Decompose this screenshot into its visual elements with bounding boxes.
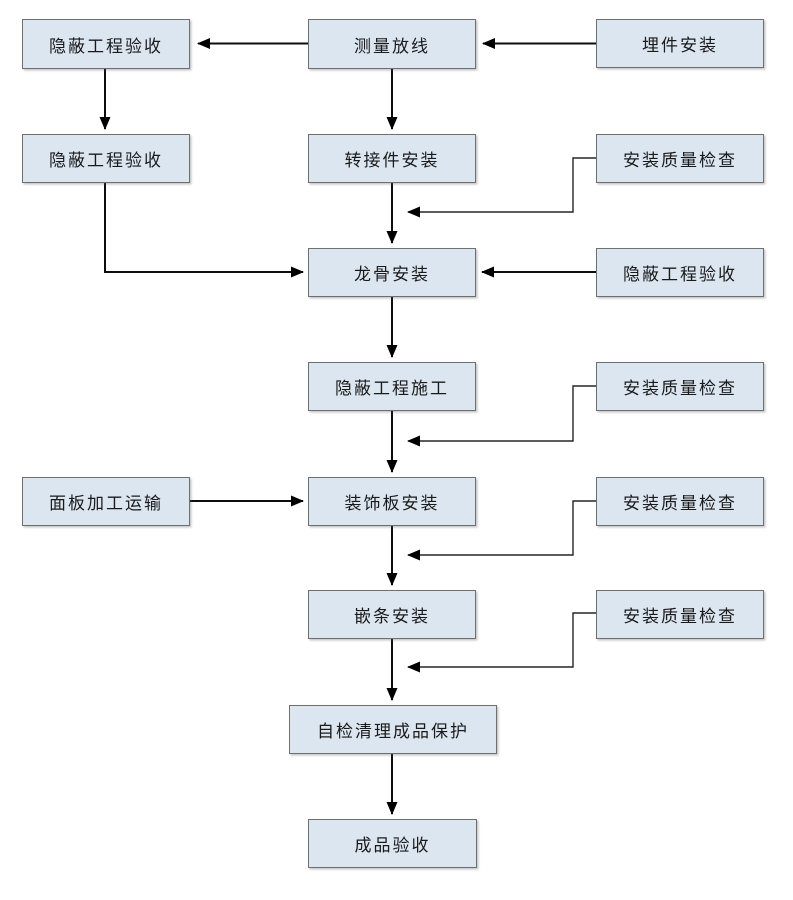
node-install-quality-check-4: 安装质量检查 <box>596 590 764 639</box>
node-decorative-panel-install: 装饰板安装 <box>308 477 476 526</box>
node-measure-set-out: 测量放线 <box>308 19 476 69</box>
node-hidden-works-acceptance-top: 隐蔽工程验收 <box>22 19 190 69</box>
node-hidden-works-acceptance-left: 隐蔽工程验收 <box>22 134 190 183</box>
node-trim-strip-install: 嵌条安装 <box>308 590 476 639</box>
edge-quality4-feedback <box>407 612 596 673</box>
edge-quality2-feedback <box>407 385 596 447</box>
node-keel-install: 龙骨安装 <box>308 248 476 297</box>
node-panel-processing-transport: 面板加工运输 <box>22 477 190 526</box>
edge-hidden-left-to-keel <box>104 183 304 278</box>
node-hidden-works-acceptance-right: 隐蔽工程验收 <box>596 248 764 297</box>
node-self-check-cleanup-protection: 自检清理成品保护 <box>289 705 497 754</box>
node-embedded-parts-install: 埋件安装 <box>596 19 764 68</box>
node-install-quality-check-1: 安装质量检查 <box>596 134 764 183</box>
node-finished-product-acceptance: 成品验收 <box>308 819 477 868</box>
edge-quality3-feedback <box>407 500 596 561</box>
edge-quality1-feedback <box>407 157 596 218</box>
node-adapter-install: 转接件安装 <box>308 134 476 183</box>
node-install-quality-check-2: 安装质量检查 <box>596 362 764 411</box>
node-install-quality-check-3: 安装质量检查 <box>596 477 764 526</box>
node-hidden-works-construction: 隐蔽工程施工 <box>308 362 476 411</box>
